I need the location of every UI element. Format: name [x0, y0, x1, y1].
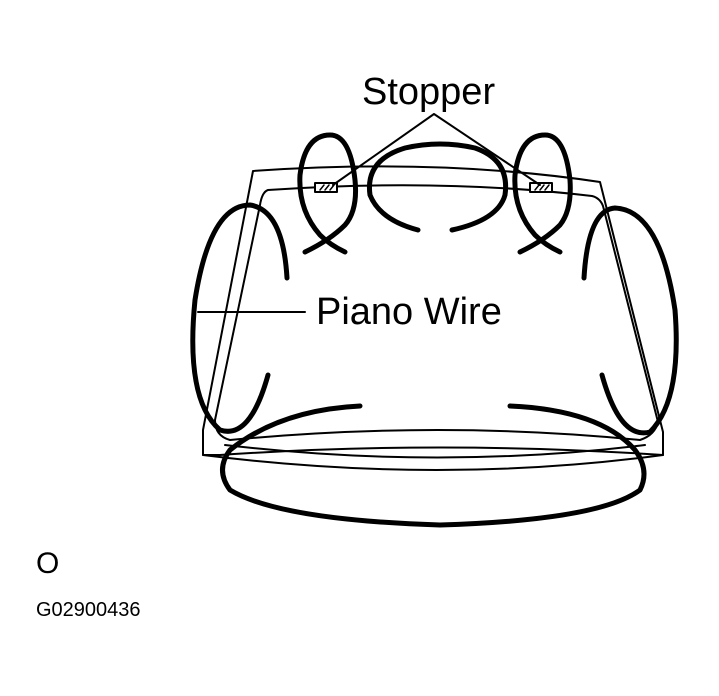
stopper-callout-label: Stopper	[362, 71, 496, 113]
stopper-leader-lines	[332, 113, 541, 186]
figure-code: G02900436	[36, 599, 141, 621]
piano-wire-loop-top-left	[297, 132, 358, 255]
piano-wire-loop-right	[581, 205, 679, 436]
windshield-lower-band	[202, 454, 664, 471]
piano-wire-loop-bottom	[220, 403, 647, 528]
piano-wire-loop-top-right	[512, 132, 573, 255]
piano-wire-callout-label: Piano Wire	[316, 291, 502, 333]
view-label: O	[36, 547, 60, 580]
stopper-right-icon	[529, 182, 553, 193]
piano-wire-loop-left	[190, 202, 290, 434]
windshield-lower-band-inner	[224, 444, 646, 459]
piano-wire-loop-top-center	[366, 141, 509, 233]
windshield-outer-edge	[202, 165, 664, 456]
